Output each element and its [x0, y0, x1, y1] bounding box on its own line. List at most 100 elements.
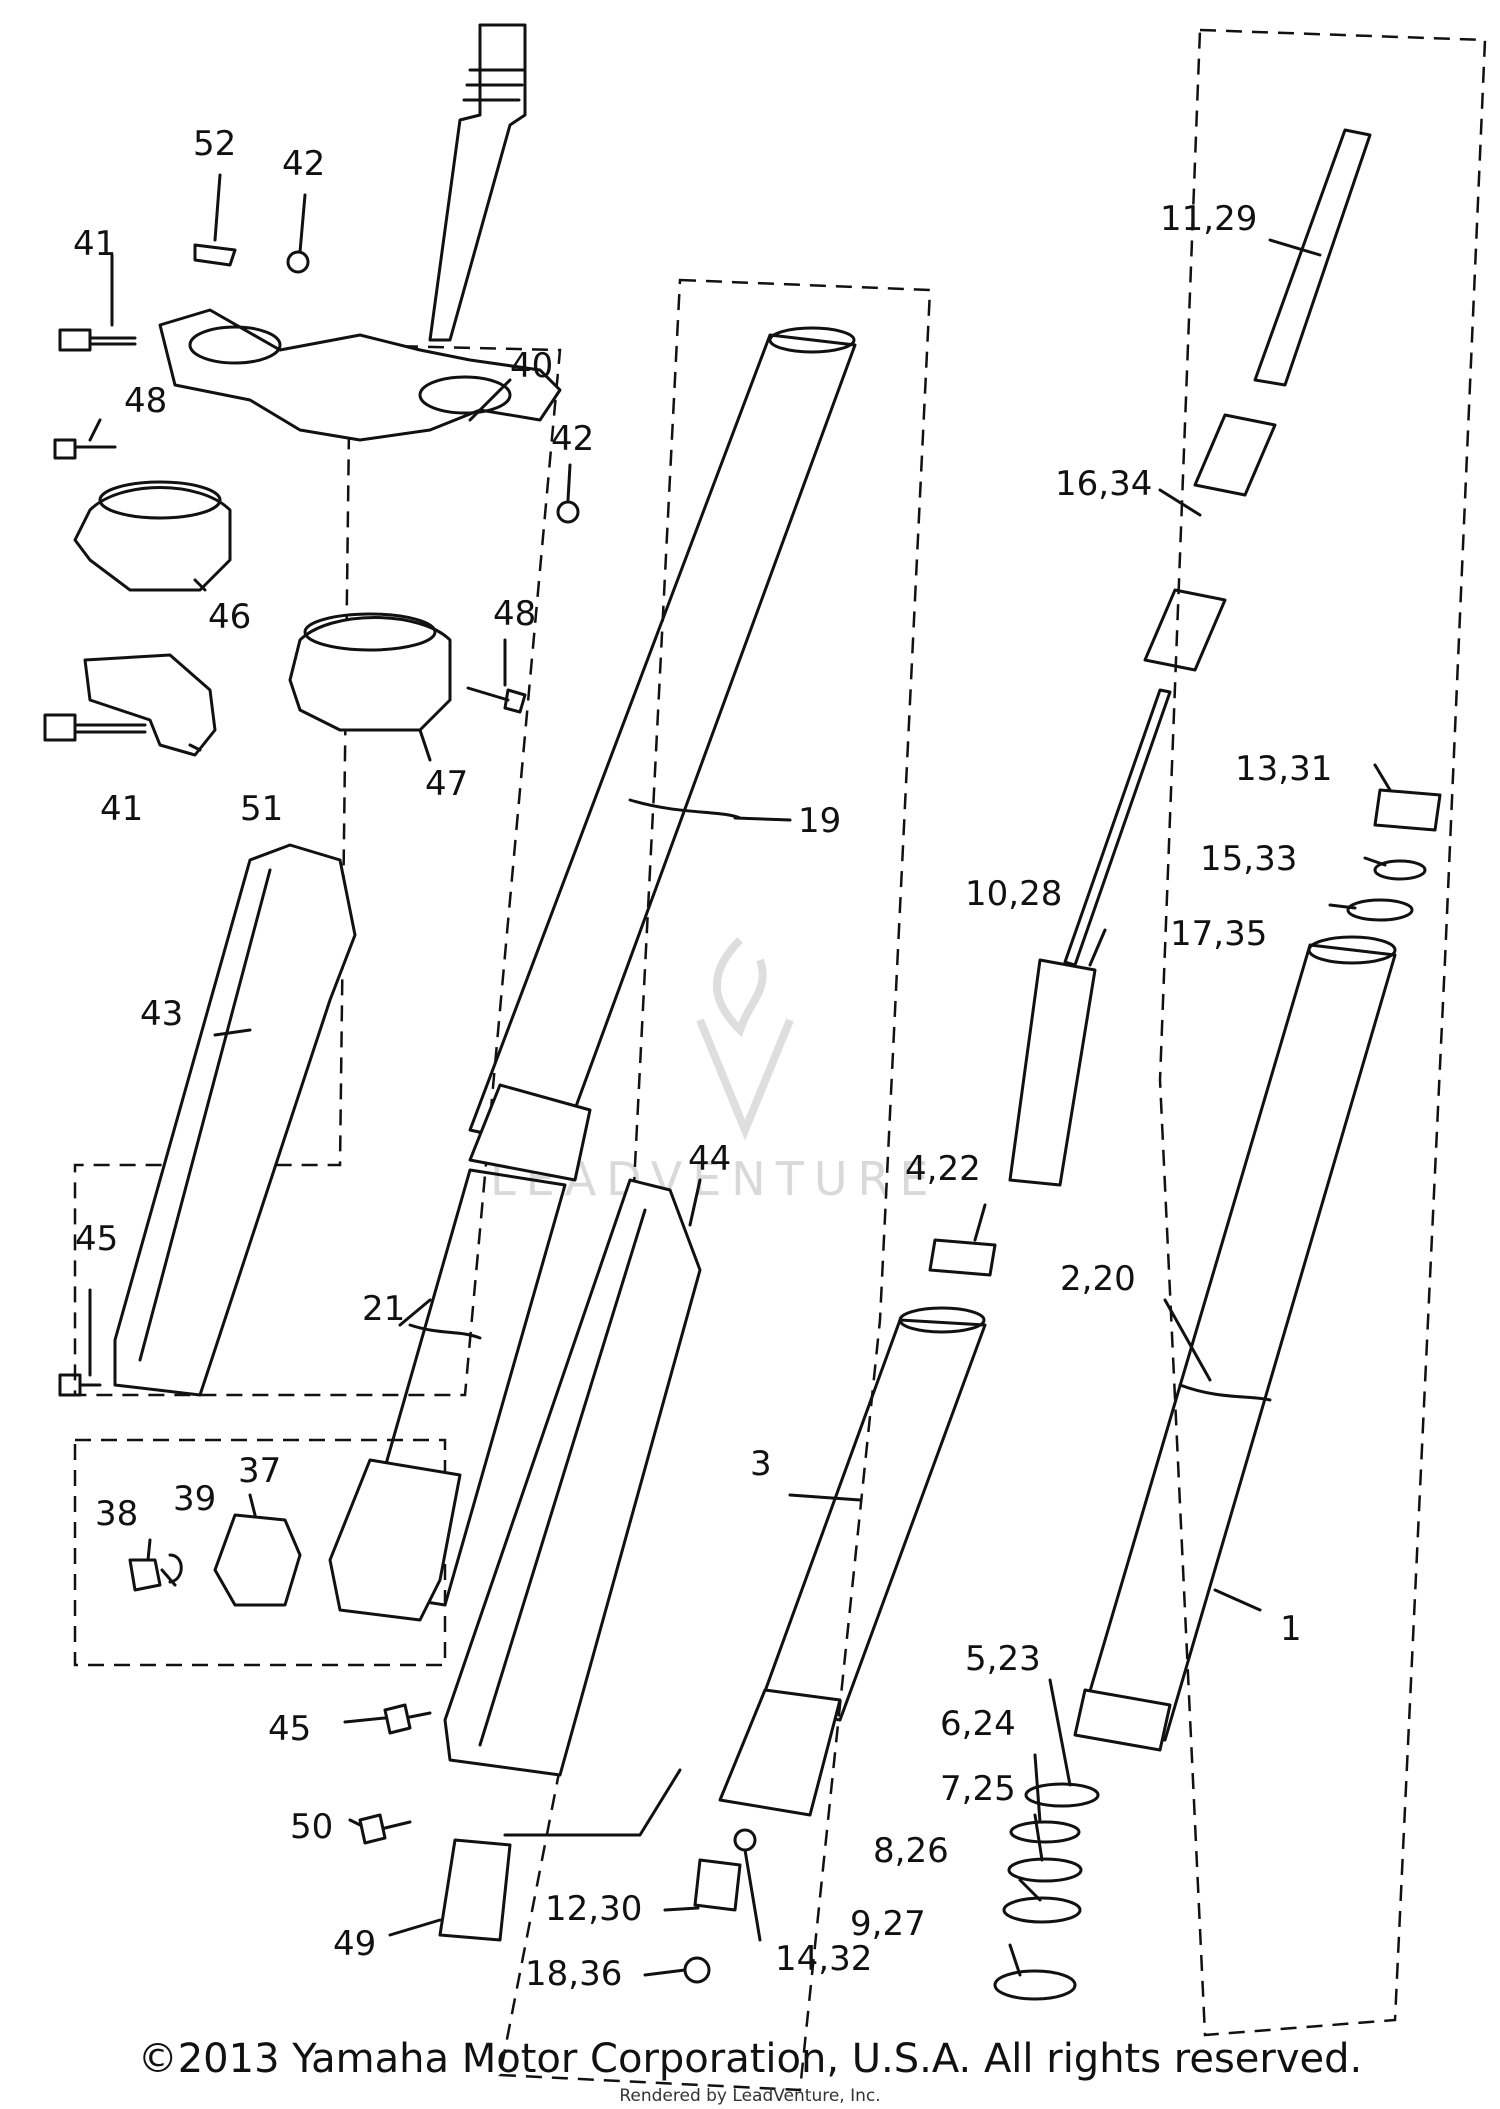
axle-bracket-21: [328, 1458, 462, 1622]
bolt-45-bottom: [383, 1703, 432, 1735]
callout-47: 47: [425, 764, 468, 804]
bolt-41-bottom: [43, 713, 147, 742]
nut-42-top: [286, 250, 310, 274]
callout-16-34: 16,34: [1055, 464, 1152, 504]
bolt-48-top: [53, 438, 117, 460]
spring-16-34-top: [1193, 413, 1277, 497]
callout-50: 50: [290, 1807, 333, 1847]
copyright-notice: ©2013 Yamaha Motor Corporation, U.S.A. A…: [137, 2036, 1363, 2082]
clip-7-25: [1007, 1857, 1083, 1883]
outer-tube-2-20-top: [1307, 935, 1397, 965]
outer-tube-21: [348, 1168, 567, 1607]
cap-bolt-13-31: [1373, 788, 1442, 832]
bracket-hole-right: [418, 375, 512, 415]
seal-5-23: [1024, 1782, 1100, 1808]
spring-16-34-bottom: [1143, 588, 1227, 672]
steering-stem: [428, 23, 527, 342]
inner-tube-19-top: [768, 326, 856, 354]
stem-threads: [462, 68, 527, 102]
callout-10-28: 10,28: [965, 874, 1062, 914]
rendered-by-credit: Rendered by LeadVenture, Inc.: [619, 2086, 881, 2106]
flame-v-logo-icon: [696, 937, 794, 1141]
callout-17-35: 17,35: [1170, 914, 1267, 954]
inner-tube-19: [468, 333, 857, 1152]
tube-2-20-bottom: [1073, 1688, 1172, 1752]
callout-15-33: 15,33: [1200, 839, 1297, 879]
callout-4-22: 4,22: [905, 1149, 981, 1189]
callout-45-left: 45: [75, 1219, 118, 1259]
callout-42-top: 42: [282, 144, 325, 184]
callout-14-32: 14,32: [775, 1939, 872, 1979]
tube-21-break: [408, 1323, 482, 1340]
seal-8-26: [1002, 1896, 1082, 1924]
inner-tube-3: [758, 1318, 987, 1722]
outer-tube-2-20: [1078, 943, 1397, 1742]
holder-46-top: [98, 480, 222, 520]
lower-bracket: [158, 308, 562, 442]
callout-21: 21: [362, 1289, 405, 1329]
fork-guard-44-edge: [478, 1208, 647, 1747]
callout-1: 1: [1280, 1609, 1302, 1649]
bushing-4-22: [928, 1238, 997, 1277]
callout-labels: 52 42 41 40 48 42 46 48 47 41 51 19 43 4…: [73, 124, 1332, 1994]
washer-6-24: [1009, 1820, 1081, 1844]
tube-2-20-break: [1178, 1383, 1272, 1402]
drain-bolt-12-30: [693, 1858, 742, 1912]
callout-37: 37: [238, 1451, 281, 1491]
fork-guard-43: [113, 843, 357, 1397]
washer-17-35: [1346, 898, 1414, 922]
inner-tube-3-top: [898, 1306, 986, 1334]
steering-stem-assembly: [43, 23, 580, 757]
bolt-48-right: [466, 686, 527, 714]
guide-49: [438, 1838, 512, 1942]
callout-9-27: 9,27: [850, 1904, 926, 1944]
oring-15-33: [1373, 859, 1427, 881]
callout-38: 38: [95, 1494, 138, 1534]
handlebar-holder-46: [73, 486, 232, 592]
callout-3: 3: [750, 1444, 772, 1484]
washer-14-32: [733, 1828, 757, 1852]
callout-46: 46: [208, 597, 251, 637]
callout-39: 39: [173, 1479, 216, 1519]
fork-guard-44: [443, 1178, 702, 1777]
piston-10-28: [1008, 958, 1097, 1187]
callout-8-26: 8,26: [873, 1831, 949, 1871]
callout-44: 44: [688, 1139, 731, 1179]
holder-47-top: [303, 612, 437, 652]
callout-12-30: 12,30: [545, 1889, 642, 1929]
callout-5-23: 5,23: [965, 1639, 1041, 1679]
callout-6-24: 6,24: [940, 1704, 1016, 1744]
tube-19-break: [628, 798, 742, 820]
callout-42-right: 42: [551, 419, 594, 459]
callout-41-top: 41: [73, 224, 116, 264]
callout-51: 51: [240, 789, 283, 829]
callout-18-36: 18,36: [525, 1954, 622, 1994]
bolt-50: [358, 1813, 412, 1845]
cylinder-10-28: [1063, 688, 1172, 967]
bolt-45-left: [58, 1373, 102, 1397]
tube-3-bottom: [718, 1688, 842, 1817]
fork-guard-43-edge: [138, 868, 272, 1362]
center-fork-tube: [328, 326, 857, 1622]
fork-guards: [58, 843, 702, 1777]
bolt-18-36: [683, 1956, 711, 1984]
clamp-51: [83, 653, 217, 757]
callout-52: 52: [193, 124, 236, 164]
callout-13-31: 13,31: [1235, 749, 1332, 789]
fork-slide-bushing: [468, 1083, 592, 1182]
handlebar-holder-47: [288, 616, 452, 732]
callout-48-top: 48: [124, 381, 167, 421]
bracket-hole-left: [188, 325, 282, 365]
callout-43: 43: [140, 994, 183, 1034]
bolt-41-top: [58, 328, 137, 352]
callout-41-bottom: 41: [100, 789, 143, 829]
caliper-bracket-box: [73, 1438, 447, 1667]
nut-38: [128, 1558, 162, 1592]
callout-45-bottom: 45: [268, 1709, 311, 1749]
callout-40: 40: [510, 346, 553, 386]
plate-52: [193, 243, 237, 267]
callout-2-20: 2,20: [1060, 1259, 1136, 1299]
washer-39: [168, 1553, 183, 1584]
caliper-bracket-assembly: [128, 1513, 512, 1942]
